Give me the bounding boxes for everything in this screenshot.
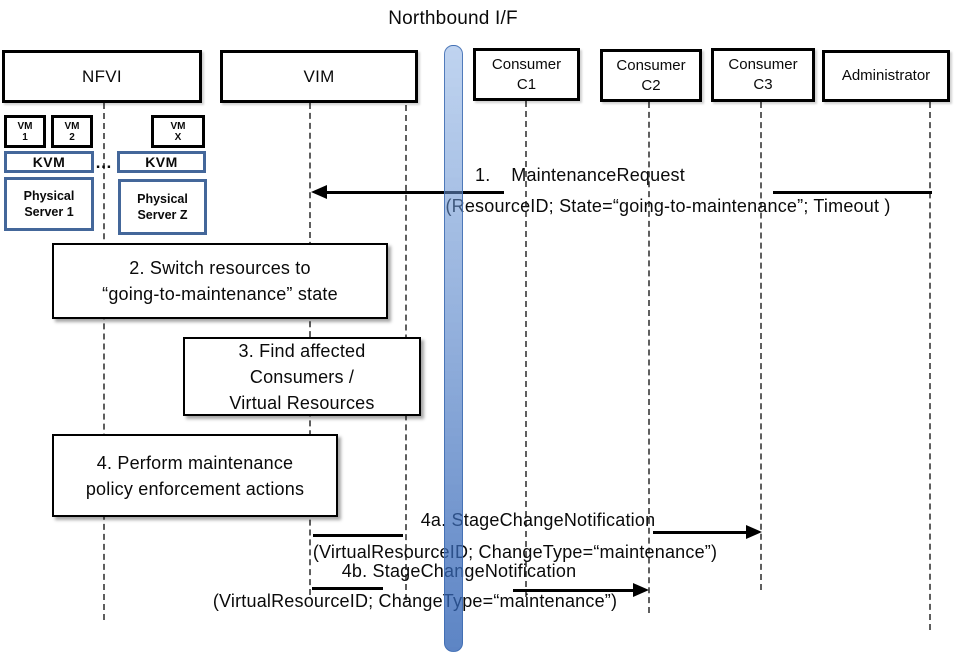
step-2-line2: “going-to-maintenance” state <box>102 284 338 304</box>
physical-server-1-box: Physical Server 1 <box>4 177 94 231</box>
message-4b-name: 4b. StageChangeNotification <box>341 561 577 581</box>
lifeline-consumer-c2 <box>648 102 650 613</box>
message-1-arrowhead <box>311 185 327 199</box>
message-4b-line-left <box>312 587 383 590</box>
actor-box-consumer-c1: Consumer C1 <box>473 48 580 101</box>
step-4-box: 4. Perform maintenance policy enforcemen… <box>52 434 338 517</box>
kvm1-label: KVM <box>32 154 66 170</box>
actor-label-consumer-c1: Consumer C1 <box>491 55 562 93</box>
message-4b-arrowhead <box>633 583 649 597</box>
actor-label-administrator: Administrator <box>841 67 931 84</box>
actor-box-consumer-c3: Consumer C3 <box>711 48 815 102</box>
kvm2-label: KVM <box>145 154 178 170</box>
physical-server-1-label: Physical Server 1 <box>23 189 75 219</box>
ellipsis-between-servers: … <box>95 153 113 172</box>
step-2-line1: 2. Switch resources to <box>129 258 311 278</box>
vmx-box: VM X <box>151 115 205 148</box>
message-4b-params: (VirtualResourceID; ChangeType=“maintena… <box>212 591 618 611</box>
actor-box-nfvi: NFVI <box>2 50 202 103</box>
lifeline-administrator <box>929 102 931 630</box>
physical-server-z-label: Physical Server Z <box>137 192 188 222</box>
vm1-label: VM 1 <box>17 120 33 143</box>
message-4a-line-right <box>653 531 747 534</box>
vm2-box: VM 2 <box>51 115 93 148</box>
step-4-line2: policy enforcement actions <box>85 478 305 499</box>
step-3-line2: Consumers / <box>249 366 355 387</box>
actor-label-vim: VIM <box>303 66 335 86</box>
physical-server-z-box: Physical Server Z <box>118 179 207 235</box>
actor-box-administrator: Administrator <box>822 50 950 102</box>
actor-label-consumer-c2: Consumer C2 <box>616 56 686 94</box>
step-3-box: 3. Find affected Consumers / Virtual Res… <box>183 337 421 416</box>
northbound-interface-bar <box>444 45 463 652</box>
step-3-line1: 3. Find affected <box>238 340 366 361</box>
actor-label-nfvi: NFVI <box>82 66 122 86</box>
actor-box-vim: VIM <box>220 50 418 103</box>
kvm2-box: KVM <box>117 151 206 173</box>
message-1-name: 1. MaintenanceRequest <box>475 165 685 185</box>
message-4b-line-right <box>513 589 635 592</box>
message-4a-line-left <box>313 534 403 537</box>
vm1-box: VM 1 <box>4 115 46 148</box>
message-4a-arrowhead <box>746 525 762 539</box>
message-1-line-right <box>773 191 932 194</box>
message-1-line-left <box>320 191 504 194</box>
step-2-box: 2. Switch resources to “going-to-mainten… <box>52 243 388 319</box>
step-3-line3: Virtual Resources <box>229 392 375 413</box>
message-4a-params: (VirtualResourceID; ChangeType=“maintena… <box>312 542 718 562</box>
step-4-line1: 4. Perform maintenance <box>96 452 294 473</box>
actor-label-consumer-c3: Consumer C3 <box>728 56 798 93</box>
message-1-params: (ResourceID; State=“going-to-maintenance… <box>445 196 891 216</box>
kvm1-box: KVM <box>4 151 94 173</box>
lifeline-nfvi <box>103 103 105 620</box>
vm2-label: VM 2 <box>64 120 80 143</box>
lifeline-consumer-c3 <box>760 102 762 590</box>
vmx-label: VM X <box>170 120 186 143</box>
message-4a-name: 4a. StageChangeNotification <box>420 510 656 530</box>
actor-box-consumer-c2: Consumer C2 <box>600 49 702 102</box>
lifeline-consumer-c1 <box>525 101 527 597</box>
diagram-title: Northbound I/F <box>388 8 518 29</box>
